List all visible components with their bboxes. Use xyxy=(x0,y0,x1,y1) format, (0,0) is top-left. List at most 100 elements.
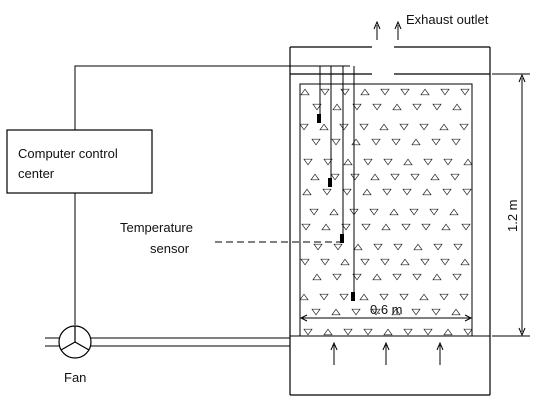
bed-particle xyxy=(432,103,442,111)
bed-particle xyxy=(389,208,399,216)
bed-particle xyxy=(439,293,449,301)
bed-particle xyxy=(409,208,419,216)
width-dimension xyxy=(299,314,473,322)
bed-particle xyxy=(332,103,342,111)
bed-particle xyxy=(431,138,441,146)
bed-particle xyxy=(372,273,382,281)
bed-particle xyxy=(383,328,393,336)
bed-particle xyxy=(303,328,313,336)
bed-particle xyxy=(331,308,341,316)
bed-particle xyxy=(440,88,450,96)
bed-particle xyxy=(299,293,309,301)
bed-particle xyxy=(463,158,473,166)
bed-particle xyxy=(350,173,360,181)
bed-particle xyxy=(383,158,393,166)
bed-particle xyxy=(391,308,401,316)
bed-particle xyxy=(399,123,409,131)
bed-particle xyxy=(351,308,361,316)
bed-particle xyxy=(319,123,329,131)
bed-particle xyxy=(451,308,461,316)
bed-particle xyxy=(339,123,349,131)
height-dimension xyxy=(492,73,530,337)
bed-particle xyxy=(402,188,412,196)
bed-particle xyxy=(419,293,429,301)
bed-particle xyxy=(413,243,423,251)
bed-particle xyxy=(299,123,309,131)
bed-particle xyxy=(450,173,460,181)
bed-particle xyxy=(340,258,350,266)
bed-particle xyxy=(379,123,389,131)
bed-particle xyxy=(460,88,470,96)
bed-particle xyxy=(361,223,371,231)
bed-particle xyxy=(412,103,422,111)
bed-particle xyxy=(312,103,322,111)
bed-particle xyxy=(351,138,361,146)
bed-particle xyxy=(443,158,453,166)
bed-particle xyxy=(422,188,432,196)
bed-particle xyxy=(390,173,400,181)
bed-particle xyxy=(339,293,349,301)
width-dimension-label: 0.6 m xyxy=(370,302,403,317)
fan-label: Fan xyxy=(64,370,86,385)
bed-particle xyxy=(333,243,343,251)
bed-particle xyxy=(392,273,402,281)
bed-particle xyxy=(439,123,449,131)
air-inlet-pipe xyxy=(45,337,290,347)
exhaust-arrows xyxy=(373,20,402,40)
exhaust-outlet-label: Exhaust outlet xyxy=(406,12,489,27)
bed-particle xyxy=(352,273,362,281)
bed-particle xyxy=(463,328,473,336)
bed-particle xyxy=(359,123,369,131)
bed-particle xyxy=(452,103,462,111)
bed-particle xyxy=(400,258,410,266)
bed-particle xyxy=(300,258,310,266)
bed-particle xyxy=(311,308,321,316)
bed-particle xyxy=(360,258,370,266)
fan-icon xyxy=(58,325,92,359)
bed-particle xyxy=(382,188,392,196)
bed-particle xyxy=(323,328,333,336)
bed-particle xyxy=(420,88,430,96)
bed-particle xyxy=(320,88,330,96)
bed-particle xyxy=(412,273,422,281)
bed-particle xyxy=(360,88,370,96)
bed-particle xyxy=(443,328,453,336)
bed-particle xyxy=(423,158,433,166)
bed-particle xyxy=(410,173,420,181)
bed-particle xyxy=(430,173,440,181)
bed-particle xyxy=(303,158,313,166)
bed-particle xyxy=(300,88,310,96)
bed-particle xyxy=(330,173,340,181)
bed-particle xyxy=(440,258,450,266)
bed-particle xyxy=(379,293,389,301)
bed-particle xyxy=(302,188,312,196)
bed-particle xyxy=(371,308,381,316)
bed-particle xyxy=(321,223,331,231)
bed-particle xyxy=(313,243,323,251)
bed-particle xyxy=(309,208,319,216)
bed-particle xyxy=(319,293,329,301)
bed-particle xyxy=(459,293,469,301)
bed-particle xyxy=(381,223,391,231)
bed-particle xyxy=(423,328,433,336)
bed-particle xyxy=(403,158,413,166)
bed-particle xyxy=(392,103,402,111)
bed-particle xyxy=(323,158,333,166)
bed-particle xyxy=(429,208,439,216)
bed-particle xyxy=(441,223,451,231)
control-signal-wire xyxy=(74,65,350,130)
sensor-label-line1: Temperature xyxy=(120,220,193,235)
bed-particle xyxy=(369,208,379,216)
reactor-vessel xyxy=(289,46,491,396)
bed-particle xyxy=(403,328,413,336)
bed-particle xyxy=(311,138,321,146)
bed-particle xyxy=(352,103,362,111)
bed-particle xyxy=(420,258,430,266)
control-center-label-line2: center xyxy=(18,166,55,181)
bed-particle xyxy=(331,138,341,146)
bed-particle xyxy=(453,243,463,251)
bed-particle xyxy=(411,308,421,316)
bed-particle xyxy=(399,293,409,301)
temperature-sensors xyxy=(317,66,355,301)
bed-particle xyxy=(432,273,442,281)
